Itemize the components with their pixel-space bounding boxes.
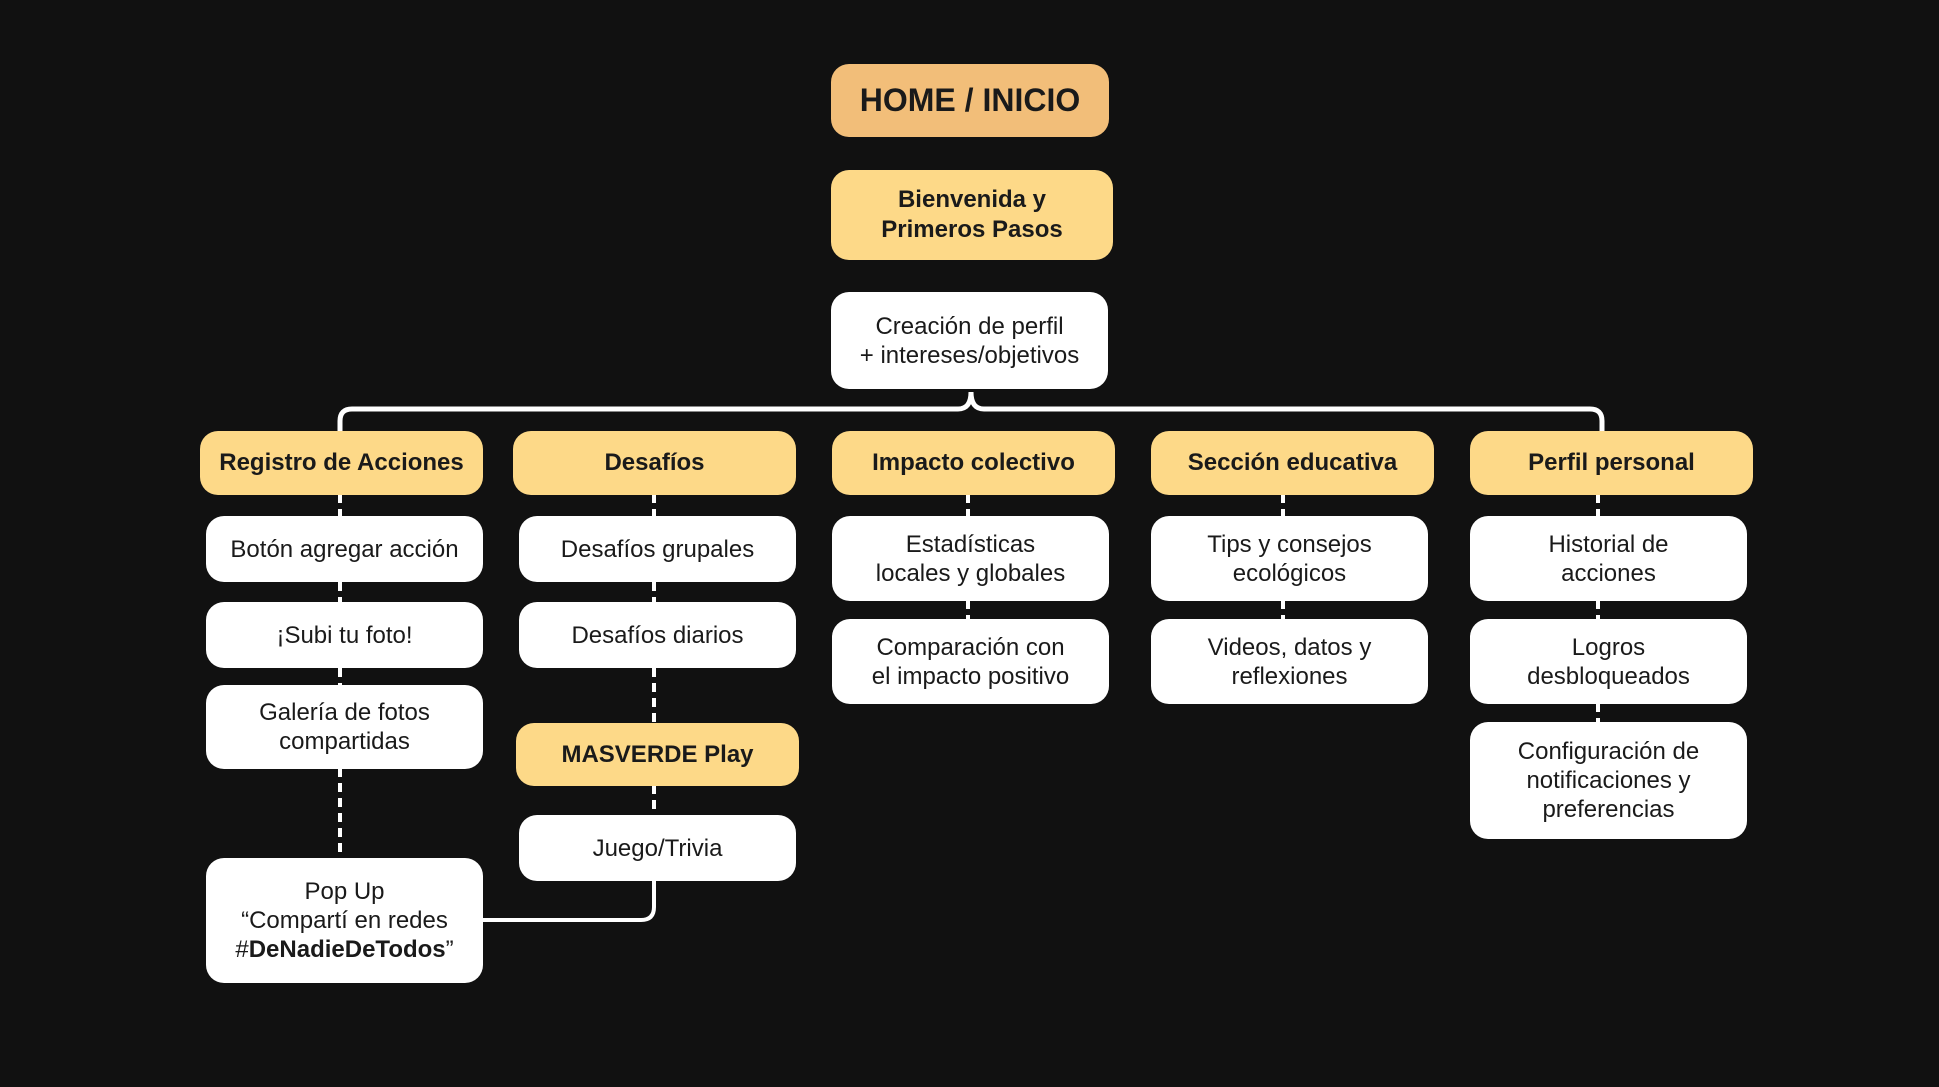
section-title: Desafíos (604, 449, 705, 476)
desafios-item-daily: Desafíos diarios (519, 602, 796, 668)
item-label: Configuración de notificaciones y prefer… (1517, 738, 1700, 823)
home-node: HOME / INICIO (831, 64, 1109, 137)
section-title: Sección educativa (1187, 449, 1398, 476)
registro-item-add-action: Botón agregar acción (206, 516, 483, 582)
tree-connector (337, 391, 1605, 432)
item-label: Historial de acciones (1548, 530, 1669, 587)
share-connector (482, 880, 656, 922)
profile-setup-node: Creación de perfil + intereses/objetivos (831, 292, 1108, 389)
section-perfil-header: Perfil personal (1470, 431, 1753, 495)
registro-item-upload-photo: ¡Subi tu foto! (206, 602, 483, 668)
section-impacto-header: Impacto colectivo (832, 431, 1115, 495)
item-label: Botón agregar acción (230, 535, 459, 563)
hashtag: DeNadieDeTodos (248, 936, 446, 963)
popup-line-1: Pop Up (304, 878, 385, 905)
item-label: ¡Subi tu foto! (276, 621, 413, 649)
item-label: Estadísticas locales y globales (875, 530, 1066, 587)
section-title: Perfil personal (1528, 449, 1695, 476)
perfil-item-history: Historial de acciones (1470, 516, 1747, 601)
item-label: Juego/Trivia (592, 834, 723, 862)
play-item-trivia: Juego/Trivia (519, 815, 796, 881)
perfil-item-settings: Configuración de notificaciones y prefer… (1470, 722, 1747, 839)
educativa-item-videos: Videos, datos y reflexiones (1151, 619, 1428, 704)
profile-setup-label: Creación de perfil + intereses/objetivos (859, 312, 1080, 369)
popup-line-2: “Compartí en redes (241, 907, 448, 934)
masverde-play-header: MASVERDE Play (516, 723, 799, 786)
perfil-item-achievements: Logros desbloqueados (1470, 619, 1747, 704)
home-label: HOME / INICIO (859, 82, 1081, 118)
popup-share-node: Pop Up “Compartí en redes #DeNadieDeTodo… (206, 858, 483, 983)
educativa-item-tips: Tips y consejos ecológicos (1151, 516, 1428, 601)
hash-prefix: # (235, 936, 249, 963)
desafios-item-group: Desafíos grupales (519, 516, 796, 582)
popup-line-3: #DeNadieDeTodos” (235, 935, 453, 964)
item-label: Logros desbloqueados (1527, 633, 1690, 690)
item-label: Desafíos grupales (560, 535, 755, 563)
section-title: Registro de Acciones (219, 449, 464, 476)
impacto-item-stats: Estadísticas locales y globales (832, 516, 1109, 601)
section-registro-header: Registro de Acciones (200, 431, 483, 495)
item-label: Videos, datos y reflexiones (1207, 633, 1372, 690)
item-label: Galería de fotos compartidas (259, 699, 430, 755)
section-educativa-header: Sección educativa (1151, 431, 1434, 495)
impacto-item-comparison: Comparación con el impacto positivo (832, 619, 1109, 704)
section-desafios-header: Desafíos (513, 431, 796, 495)
registro-item-photo-gallery: Galería de fotos compartidas (206, 685, 483, 769)
item-label: Tips y consejos ecológicos (1207, 530, 1372, 587)
play-title: MASVERDE Play (561, 740, 754, 768)
section-title: Impacto colectivo (872, 449, 1075, 476)
item-label: Desafíos diarios (571, 621, 744, 649)
welcome-label: Bienvenida y Primeros Pasos (881, 186, 1063, 243)
close-quote: ” (445, 936, 454, 963)
item-label: Comparación con el impacto positivo (871, 633, 1070, 690)
welcome-node: Bienvenida y Primeros Pasos (831, 170, 1113, 260)
